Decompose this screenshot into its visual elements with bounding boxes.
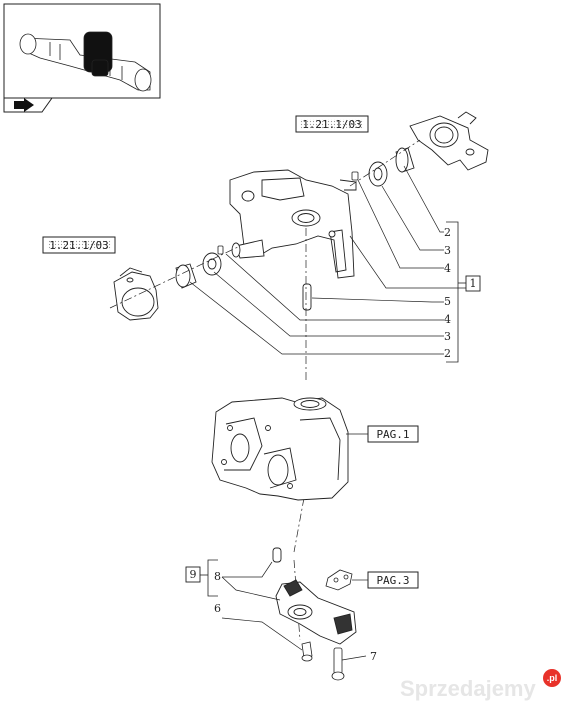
page-ref-pag1-label: PAG.1 <box>376 428 409 441</box>
group-bracket-9 <box>200 559 218 597</box>
group-bracket-right <box>446 221 466 363</box>
callout-4-top: 4 <box>444 262 451 275</box>
lower-bracket <box>275 579 357 645</box>
arrow-icon <box>14 98 34 112</box>
small-plate <box>325 569 353 591</box>
bolt-6 <box>301 641 313 662</box>
callout-2: 2 <box>444 347 451 360</box>
axis-top <box>349 139 421 187</box>
callout-8: 8 <box>214 570 221 583</box>
arrow-tab[interactable] <box>3 97 53 113</box>
washer-left <box>202 252 222 276</box>
axle-housing <box>211 397 349 501</box>
leaders-lower-list <box>189 253 444 355</box>
group-label-9: 9 <box>190 568 197 581</box>
page-ref-pag3-label: PAG.3 <box>376 574 409 587</box>
left-support-bracket <box>113 267 159 321</box>
small-pin <box>272 547 282 563</box>
group-box-1[interactable]: 1 <box>465 275 481 292</box>
dowel-pin <box>302 283 312 311</box>
washer-top <box>368 161 388 187</box>
callout-3-top: 3 <box>444 244 451 257</box>
right-support-bracket <box>409 111 489 171</box>
watermark-text: Sprzedajemy <box>400 676 536 701</box>
bushing-left <box>175 263 197 289</box>
reference-box-left[interactable]: 1.21.1/03 <box>42 236 116 254</box>
callout-5: 5 <box>444 295 451 308</box>
bolt-7 <box>331 647 345 681</box>
callout-3: 3 <box>444 330 451 343</box>
page-ref-pag3[interactable]: PAG.3 <box>352 571 419 589</box>
watermark-suffix: .pl <box>547 673 558 683</box>
main-housing <box>229 169 357 279</box>
callout-6: 6 <box>214 602 221 615</box>
center-axis <box>293 228 307 641</box>
reference-label-left: 1.21.1/03 <box>49 239 109 252</box>
callout-7: 7 <box>370 650 377 663</box>
group-box-9[interactable]: 9 <box>185 566 201 583</box>
leaders-top-right <box>349 165 470 289</box>
reference-label-top-right: 1.21.1/03 <box>302 118 362 131</box>
thumbnail-panel <box>3 3 161 99</box>
bushing-top <box>395 147 415 173</box>
axle-thumbnail <box>19 31 152 92</box>
grease-nipple-left <box>217 245 224 255</box>
reference-box-top-right[interactable]: 1.21.1/03 <box>295 115 369 133</box>
callout-4: 4 <box>444 313 451 326</box>
group-label-1: 1 <box>470 277 477 290</box>
page-ref-pag1[interactable]: PAG.1 <box>346 425 419 443</box>
watermark: Sprzedajemy .pl <box>400 669 561 701</box>
grease-nipple-top <box>351 171 359 181</box>
callout-2-top: 2 <box>444 226 451 239</box>
watermark-badge <box>543 669 561 687</box>
